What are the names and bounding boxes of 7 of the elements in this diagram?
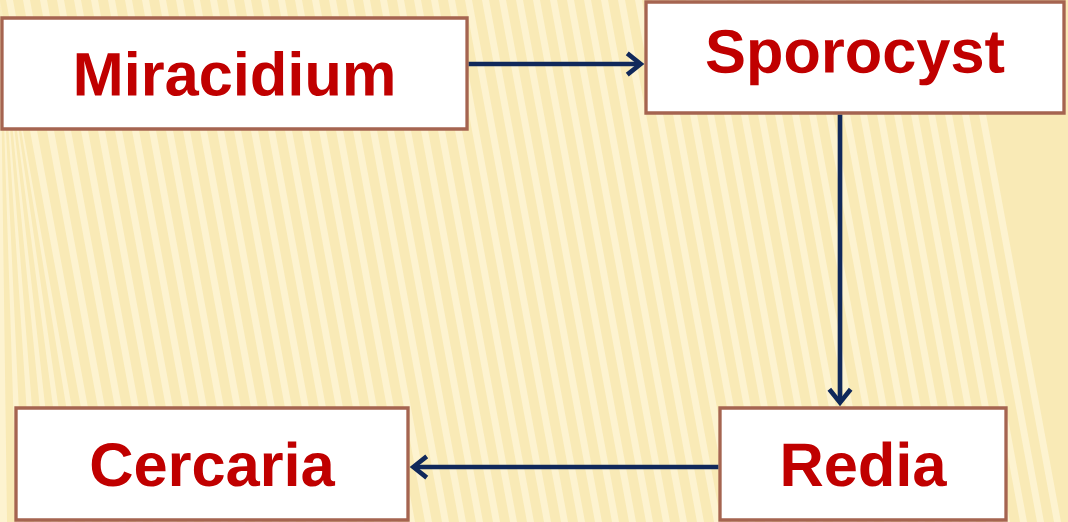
stage-box: Redia bbox=[718, 406, 1008, 522]
arrow bbox=[827, 114, 853, 407]
stage-box: Cercaria bbox=[14, 406, 410, 522]
stage-box: Miracidium bbox=[0, 16, 469, 131]
stage-box: Sporocyst bbox=[644, 0, 1066, 115]
arrow bbox=[468, 51, 645, 77]
arrow bbox=[409, 454, 719, 480]
